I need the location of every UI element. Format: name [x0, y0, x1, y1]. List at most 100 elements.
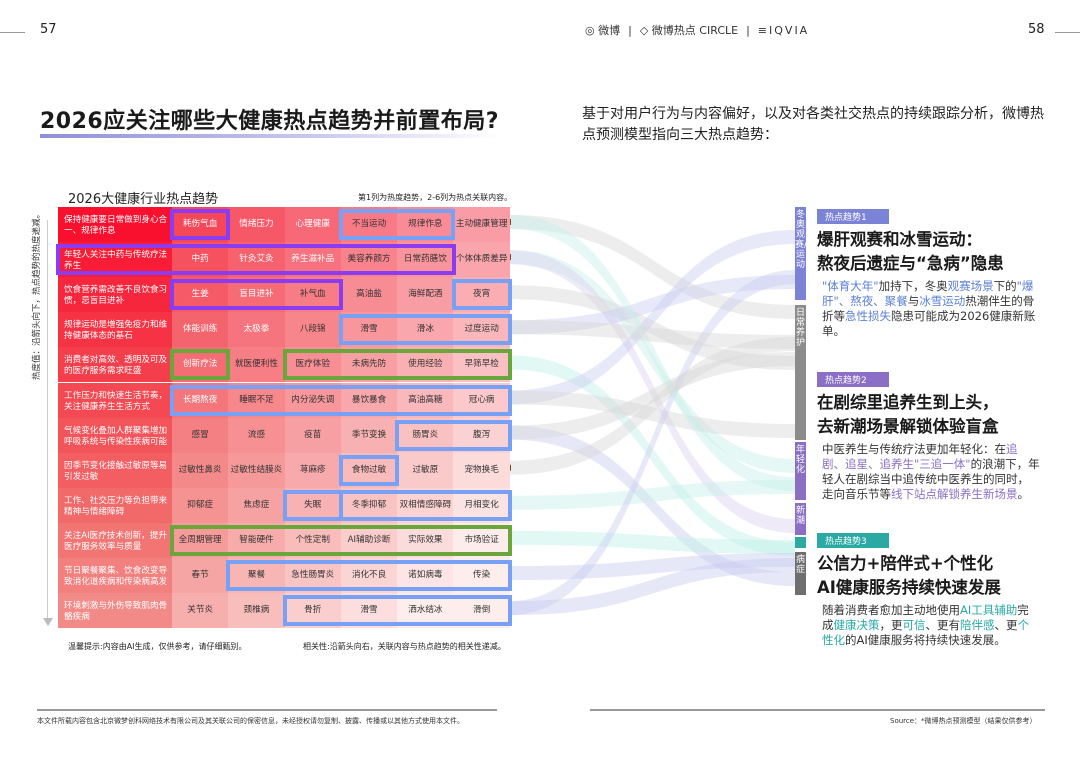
- related-topic-cell: 滑冰: [397, 312, 454, 348]
- trend-badge: 热点趋势2: [817, 372, 889, 387]
- related-topic-cell: 急性肠胃炎: [284, 558, 341, 594]
- related-topic-cell: 未病先防: [340, 347, 398, 383]
- sankey-flow: [510, 530, 795, 554]
- related-topic-cell: 流感: [228, 417, 285, 453]
- highlighted-phrase: 冰雪运动: [919, 294, 966, 308]
- sankey-category: 冬奥观赛/运动: [795, 207, 807, 300]
- trend-description: 随着消费者愈加主动地使用AI工具辅助完成健康决策，更可信、更有陪伴感、更个性化的…: [822, 603, 1040, 648]
- trend-headline: 爆肝观赛和冰雪运动：: [817, 230, 982, 249]
- trend-label: 年轻人关注中药与传统疗法养生: [58, 242, 172, 278]
- related-topic-cell: 太极拳: [228, 312, 285, 348]
- ai-disclaimer: 温馨提示:内容由AI生成，仅供参考，请仔细甄别。: [68, 642, 247, 651]
- related-topic-cell: AI辅助诊断: [340, 522, 398, 558]
- trend-label: 关注AI医疗技术创新，提升医疗服务效率与质量: [58, 522, 172, 558]
- related-topic-cell: 使用经验: [397, 347, 454, 383]
- text-span: 随着消费者愈加主动地使用: [822, 603, 960, 617]
- trend-label: 规律运动是增强免疫力和维持健康体态的基石: [58, 312, 172, 348]
- related-topic-cell: 冬季抑郁: [340, 487, 398, 523]
- sankey-category: [795, 537, 806, 548]
- footer-rule-right: [590, 709, 1045, 711]
- iqvia-logo: ≡IQVIA: [757, 23, 810, 37]
- sankey-flow: [510, 230, 795, 405]
- related-topic-cell: 情绪压力: [228, 207, 285, 243]
- correlation-note: 相关性:沿箭头向右，关联内容与热点趋势的相关性递减。: [303, 642, 506, 651]
- related-topic-cell: 感冒: [172, 417, 229, 453]
- sankey-flow: [510, 558, 795, 616]
- table-row: 因季节变化接触过敏原等易引发过敏过敏性鼻炎过敏性结膜炎荨麻疹食物过敏过敏原宠物换…: [58, 452, 510, 488]
- related-topic-cell: 高油高糖: [397, 382, 454, 418]
- trend-headline: 熬夜后遗症与“急病”隐患: [817, 254, 1004, 273]
- related-topic-cell: 个性定制: [284, 522, 341, 558]
- related-topic-cell: 早筛早检: [453, 347, 510, 383]
- related-topic-cell: 双相情感障碍: [397, 487, 454, 523]
- circle-logo: ◇ 微博热点 CIRCLE: [639, 24, 739, 37]
- related-topic-cell: 补气血: [284, 277, 341, 313]
- related-topic-cell: 抑郁症: [172, 487, 229, 523]
- highlighted-phrase: "爆肝"、熬夜、聚餐: [822, 279, 1034, 308]
- trend-headline: 公信力+陪伴式+个性化: [817, 554, 994, 573]
- table-row: 节日聚餐聚集、饮食改变导致消化道疾病和传染病高发春节聚餐急性肠胃炎消化不良诺如病…: [58, 558, 510, 594]
- sankey-category: 新潮: [795, 503, 806, 535]
- related-topic-cell: 滑雪: [340, 593, 398, 629]
- footer-disclaimer: 本文件所载内容包含北京微梦创科网络技术有限公司及其关联公司的保密信息，未经授权请…: [37, 717, 464, 725]
- related-topic-cell: 腹泻: [453, 417, 510, 453]
- trend-badge: 热点趋势1: [817, 209, 889, 224]
- related-topic-cell: 体能训练: [172, 312, 229, 348]
- related-topic-cell: 关节炎: [172, 593, 229, 629]
- related-topic-cell: 个体体质差异: [453, 242, 510, 278]
- trend-label: 保持健康要日常做到身心合一、规律作息: [58, 207, 172, 243]
- sankey-flow: [510, 215, 795, 491]
- related-topic-cell: 肠胃炎: [397, 417, 454, 453]
- highlighted-phrase: AI工具辅助: [960, 603, 1018, 617]
- sankey-flow: [510, 337, 795, 475]
- trend-label: 环境刺激与外伤导致肌肉骨骼疾病: [58, 593, 172, 629]
- title-underline: [40, 134, 500, 138]
- text-span: 与: [907, 294, 920, 308]
- related-topic-cell: 失眠: [284, 487, 341, 523]
- sankey-category: 病症: [795, 552, 806, 595]
- related-topic-cell: 智能硬件: [228, 522, 285, 558]
- related-topic-cell: 日常药膳饮: [397, 242, 454, 278]
- related-topic-cell: 洒水结冰: [397, 593, 454, 629]
- trend-label: 气候变化叠加人群聚集增加呼吸系统与传染性疾病可能: [58, 417, 172, 453]
- related-topic-cell: 全周期管理: [172, 522, 229, 558]
- sankey-category: 年轻化: [795, 442, 806, 500]
- related-topic-cell: 消化不良: [340, 558, 398, 594]
- related-topic-cell: 海鲜配酒: [397, 277, 454, 313]
- table-note: 第1列为热度趋势，2-6列为热点关联内容。: [358, 193, 513, 202]
- trend-label: 工作压力和快速生活节奏，关注健康养生生活方式: [58, 382, 172, 418]
- sankey-flow: [510, 425, 795, 586]
- table-row: 工作、社交压力等负担带来精神与情绪障碍抑郁症焦虑症失眠冬季抑郁双相情感障碍月相变…: [58, 487, 510, 523]
- trend-label: 工作、社交压力等负担带来精神与情绪障碍: [58, 487, 172, 523]
- text-span: 下的: [993, 279, 1017, 293]
- table-title: 2026大健康行业热点趋势: [68, 192, 219, 207]
- related-topic-cell: 月相变化: [453, 487, 510, 523]
- related-topic-cell: 传染: [453, 558, 510, 594]
- related-topic-cell: 过度运动: [453, 312, 510, 348]
- related-topic-cell: 冠心病: [453, 382, 510, 418]
- related-topic-cell: 实际效果: [397, 522, 454, 558]
- trend-label: 消费者对高效、透明及可及的医疗服务需求旺盛: [58, 347, 172, 383]
- related-topic-cell: 春节: [172, 558, 229, 594]
- table-row: 保持健康要日常做到身心合一、规律作息耗伤气血情绪压力心理健康不当运动规律作息主动…: [58, 207, 510, 243]
- table-row: 饮食营养需改善不良饮食习惯，忌盲目进补生姜盲目进补补气血高油盐海鲜配酒夜宵: [58, 277, 510, 313]
- trend-badge: 热点趋势3: [817, 533, 889, 548]
- related-topic-cell: 美容养颜方: [340, 242, 398, 278]
- text-span: 热潮伴生的骨折等: [822, 294, 1035, 323]
- highlighted-phrase: "体育大年": [822, 279, 879, 293]
- related-topic-cell: 过敏性结膜炎: [228, 452, 285, 488]
- weibo-logo: ◎ 微博: [585, 24, 621, 37]
- sankey-flow: [510, 390, 795, 438]
- table-row: 气候变化叠加人群聚集增加呼吸系统与传染性疾病可能感冒流感疫苗季节变换肠胃炎腹泻: [58, 417, 510, 453]
- table-row: 年轻人关注中药与传统疗法养生中药针灸艾灸养生滋补品美容养颜方日常药膳饮个体体质差…: [58, 242, 510, 278]
- sankey-flow: [510, 480, 795, 510]
- header-rule-right: [1055, 32, 1080, 33]
- related-topic-cell: 生姜: [172, 277, 229, 313]
- page-number-left: 57: [40, 22, 57, 37]
- text-span: 中医养生与传统疗法更加年轻化：在: [822, 442, 1006, 456]
- sankey-flow: [510, 553, 795, 580]
- table-row: 规律运动是增强免疫力和维持健康体态的基石体能训练太极拳八段锦滑雪滑冰过度运动: [58, 312, 510, 348]
- related-topic-cell: 季节变换: [340, 417, 398, 453]
- highlighted-phrase: 急性损失: [845, 309, 891, 323]
